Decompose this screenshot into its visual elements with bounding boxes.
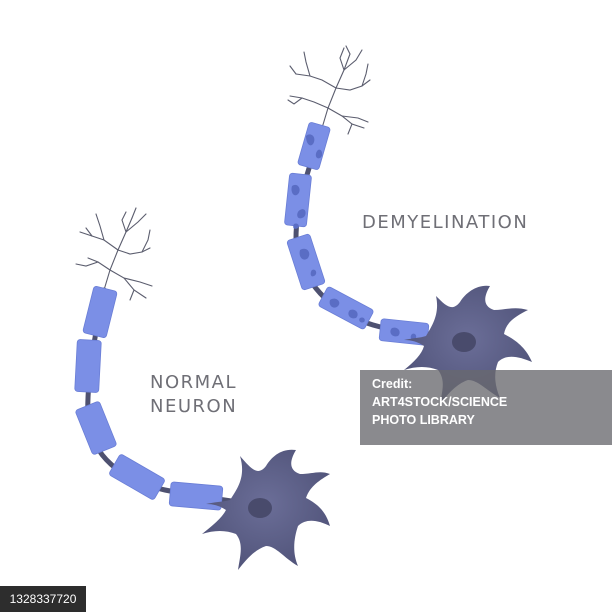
stock-image-id: 1328337720	[0, 586, 86, 612]
demyelinated-nucleus	[452, 332, 476, 352]
myelin-segment	[318, 286, 374, 330]
normal-soma	[202, 449, 330, 570]
normal-neuron-label: NORMAL NEURON	[150, 371, 237, 419]
demyelination-label: DEMYELINATION	[362, 211, 528, 235]
myelin-segment	[297, 122, 331, 170]
demyelinated-soma	[404, 285, 532, 404]
myelin-segment	[74, 339, 102, 393]
normal-myelin-sheath	[74, 286, 224, 511]
watermark-credit-line: Credit:	[372, 377, 413, 391]
myelin-segment	[109, 454, 165, 500]
myelin-damage-patches	[291, 134, 417, 340]
myelin-segment	[286, 233, 326, 291]
normal-axon-terminal	[75, 207, 153, 301]
credit-watermark: Credit: ART4STOCK/SCIENCE PHOTO LIBRARY	[360, 370, 612, 445]
myelin-segment	[82, 286, 118, 338]
normal-label-line2: NEURON	[150, 396, 238, 417]
myelin-segment	[284, 172, 312, 228]
watermark-library-line: PHOTO LIBRARY	[372, 413, 475, 427]
demyelination-label-text: DEMYELINATION	[362, 212, 529, 233]
demyelinated-axon-terminal	[287, 45, 371, 135]
myelin-segment	[168, 481, 224, 511]
normal-neuron	[74, 207, 330, 570]
watermark-agency-line: ART4STOCK/SCIENCE	[372, 395, 508, 409]
normal-label-line1: NORMAL	[150, 372, 238, 393]
demyelinated-neuron	[284, 45, 532, 404]
myelin-segment	[75, 401, 117, 455]
normal-nucleus	[248, 498, 272, 518]
